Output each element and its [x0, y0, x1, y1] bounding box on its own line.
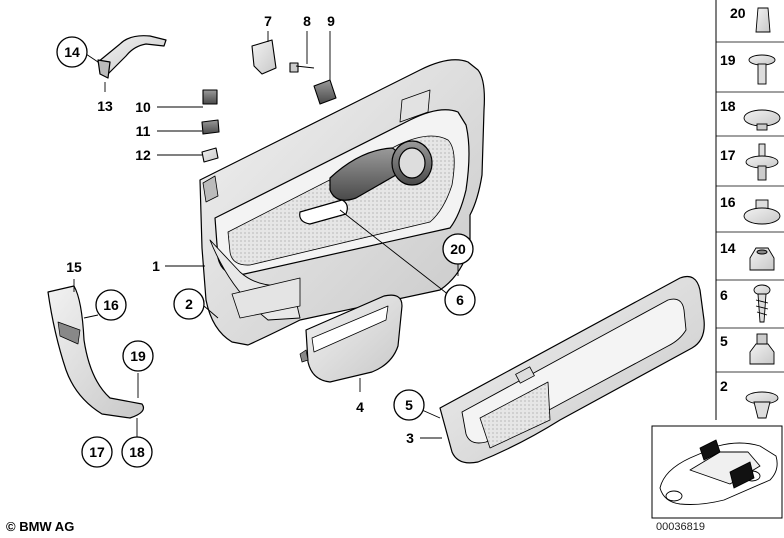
legend-row-2: 2 [720, 378, 779, 419]
svg-text:14: 14 [720, 240, 736, 256]
pillar-trim-icon [47, 285, 145, 419]
callout-19: 19 [122, 340, 154, 372]
legend-row-17: 17 [716, 143, 784, 187]
bolt-8-icon [289, 62, 315, 73]
svg-text:16: 16 [103, 297, 119, 313]
svg-text:18: 18 [720, 98, 736, 114]
svg-text:20: 20 [450, 241, 466, 257]
legend-row-19: 19 [716, 52, 784, 93]
cap-icon [755, 7, 771, 33]
hinge-bracket-icon [97, 35, 167, 79]
callout-3: 3 [406, 430, 414, 446]
svg-text:19: 19 [130, 348, 146, 364]
svg-text:6: 6 [720, 287, 728, 303]
callout-14: 14 [56, 36, 88, 68]
copyright-text: © BMW AG [6, 519, 75, 534]
svg-text:2: 2 [185, 296, 193, 312]
callout-15: 15 [66, 259, 82, 275]
callout-4: 4 [356, 399, 364, 415]
callout-2: 2 [173, 288, 205, 320]
callout-20: 20 [442, 233, 474, 265]
svg-text:18: 18 [129, 444, 145, 460]
callout-16: 16 [95, 289, 127, 321]
svg-text:2: 2 [720, 378, 728, 394]
svg-text:6: 6 [456, 292, 464, 308]
clip-icon [743, 109, 781, 131]
bracket-7-icon [251, 39, 277, 75]
callout-11: 11 [136, 123, 151, 139]
clip-icon [745, 391, 779, 419]
nut-icon [749, 333, 775, 365]
legend-row-5: 5 [716, 333, 784, 373]
callout-10: 10 [135, 99, 151, 115]
bracket-9-icon [313, 79, 337, 105]
callout-6: 6 [444, 284, 476, 316]
screw-icon [753, 284, 771, 323]
callouts: 14 2 16 19 17 18 20 6 [56, 13, 476, 468]
door-trim-strip-icon [439, 275, 705, 464]
callout-8: 8 [303, 13, 311, 29]
door-panel-icon [199, 59, 485, 346]
rivet-icon [748, 54, 776, 85]
clip-icon [743, 199, 781, 225]
legend-row-14: 14 [716, 240, 784, 281]
svg-text:5: 5 [720, 333, 728, 349]
legend-row-16: 16 [716, 194, 784, 233]
svg-text:19: 19 [720, 52, 736, 68]
svg-text:20: 20 [730, 5, 746, 21]
callout-1: 1 [152, 258, 160, 274]
door-pocket-icon [299, 294, 403, 383]
svg-text:14: 14 [64, 44, 80, 60]
clip-10-icon [202, 89, 218, 105]
callout-13: 13 [97, 98, 113, 114]
small-parts-group [201, 39, 337, 163]
parts-legend: 20 19 18 17 [715, 0, 784, 420]
legend-row-18: 18 [716, 98, 784, 137]
legend-row-6: 6 [716, 284, 784, 329]
callout-12: 12 [135, 147, 151, 163]
callout-17: 17 [81, 436, 113, 468]
nut-icon [749, 247, 775, 271]
callout-18: 18 [121, 436, 153, 468]
clip-12-icon [201, 147, 219, 163]
diagram-id-text: 00036819 [656, 521, 705, 533]
callout-7: 7 [264, 13, 272, 29]
expanding-rivet-icon [745, 143, 779, 181]
svg-text:5: 5 [405, 397, 413, 413]
svg-text:17: 17 [89, 444, 105, 460]
clip-11-icon [201, 119, 220, 135]
svg-text:17: 17 [720, 147, 736, 163]
car-overview-icon [651, 425, 783, 519]
callout-9: 9 [327, 13, 335, 29]
legend-row-20: 20 [716, 5, 784, 43]
svg-text:16: 16 [720, 194, 736, 210]
callout-5: 5 [393, 389, 425, 421]
